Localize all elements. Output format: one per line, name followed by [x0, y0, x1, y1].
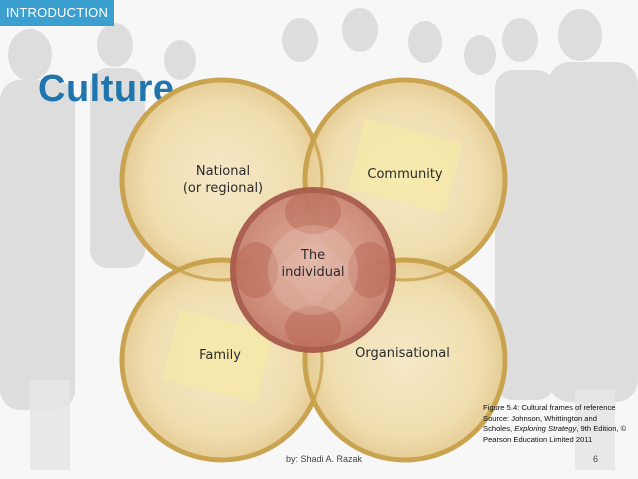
note-family	[162, 309, 274, 403]
note-community	[347, 118, 463, 214]
label-individual: The individual	[281, 248, 345, 280]
page-number: 6	[593, 454, 599, 464]
caption-line-1: Figure 5.4: Cultural frames of reference	[483, 403, 616, 412]
section-tag: INTRODUCTION	[0, 0, 114, 26]
caption-line-4: Pearson Education Limited 2011	[483, 434, 593, 444]
figure-caption: Figure 5.4: Cultural frames of reference…	[483, 403, 633, 445]
label-community: Community	[367, 167, 443, 182]
label-organisational: Organisational	[355, 346, 450, 361]
footer-author: by: Shadi A. Razak	[286, 454, 363, 464]
caption-line-3: Scholes, Exploring Strategy, 9th Edition…	[483, 424, 627, 434]
center-circle	[230, 187, 396, 353]
slide-title: Culture	[38, 68, 175, 110]
label-family: Family	[199, 348, 241, 363]
label-national: National (or regional)	[182, 164, 264, 196]
caption-line-2: Source: Johnson, Whittington and	[483, 413, 597, 423]
